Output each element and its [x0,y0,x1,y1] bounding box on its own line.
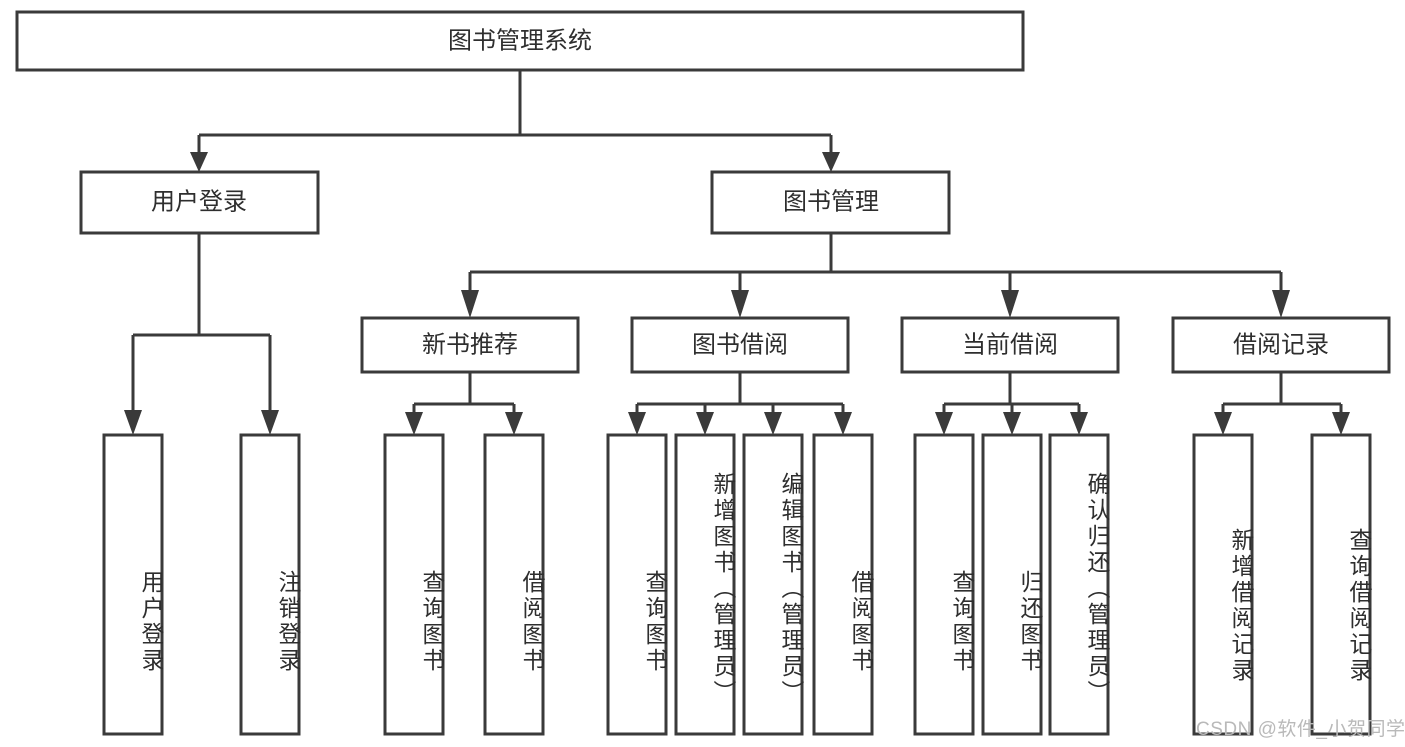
arrow-leaf-add-record [1214,412,1232,435]
arrow-leaf-edit-book [764,412,782,435]
node-box-user-login[interactable] [79,170,320,235]
arrow-leaf-confirm-return [1070,412,1088,435]
node-box-new-book-recommend[interactable] [360,316,580,374]
node-box-current-borrow[interactable] [900,316,1120,374]
node-box-leaf-confirm-return[interactable] [1048,433,1110,736]
arrow-to-current-borrow [1001,290,1019,318]
node-box-borrow-record[interactable] [1171,316,1391,374]
node-label-user-login: 用户登录 [151,188,247,215]
arrow-leaf-add-book [696,412,714,435]
node-label-current-borrow: 当前借阅 [962,331,1058,358]
arrow-leaf-query-record [1332,412,1350,435]
arrow-to-book-borrow [731,290,749,318]
node-box-book-borrow[interactable] [630,316,850,374]
node-box-leaf-user-login[interactable] [102,433,164,736]
nodes-layer: 图书管理系统 用户登录 图书管理 新书推荐 图书借阅 当前借阅 借阅记录 [15,10,1391,736]
node-label-book-management: 图书管理 [783,188,879,215]
arrow-leaf-query-book-1 [405,412,423,435]
node-box-leaf-query-book-3[interactable] [913,433,975,736]
arrow-to-user-login [190,152,208,172]
csdn-watermark: CSDN @软件_小贺同学 [1196,719,1405,740]
arrow-leaf-user-login [124,410,142,435]
node-label-book-borrow: 图书借阅 [692,331,788,358]
arrow-leaf-borrow-book-2 [834,412,852,435]
arrow-to-book-management [822,152,840,172]
arrow-to-borrow-record [1272,290,1290,318]
connectors-layer [124,70,1350,435]
node-box-leaf-borrow-book-2[interactable] [812,433,874,736]
node-box-leaf-edit-book[interactable] [742,433,804,736]
node-box-leaf-user-logout[interactable] [239,433,301,736]
arrow-leaf-query-book-2 [628,412,646,435]
node-box-leaf-add-book[interactable] [674,433,736,736]
node-box-leaf-query-book-1[interactable] [383,433,445,736]
arrow-leaf-borrow-book-1 [505,412,523,435]
node-box-leaf-return-book[interactable] [981,433,1043,736]
node-box-leaf-borrow-book-1[interactable] [483,433,545,736]
node-label-root: 图书管理系统 [448,27,592,54]
node-box-leaf-query-record[interactable] [1310,433,1372,736]
arrow-leaf-user-logout [261,410,279,435]
arrow-leaf-return-book [1003,412,1021,435]
arrow-leaf-query-book-3 [935,412,953,435]
node-box-book-management[interactable] [710,170,951,235]
node-box-leaf-add-record[interactable] [1192,433,1254,736]
node-box-root[interactable] [15,10,1025,72]
node-label-borrow-record: 借阅记录 [1233,331,1329,358]
node-box-leaf-query-book-2[interactable] [606,433,668,736]
node-label-new-book-recommend: 新书推荐 [422,331,518,358]
arrow-to-new-book-recommend [461,290,479,318]
